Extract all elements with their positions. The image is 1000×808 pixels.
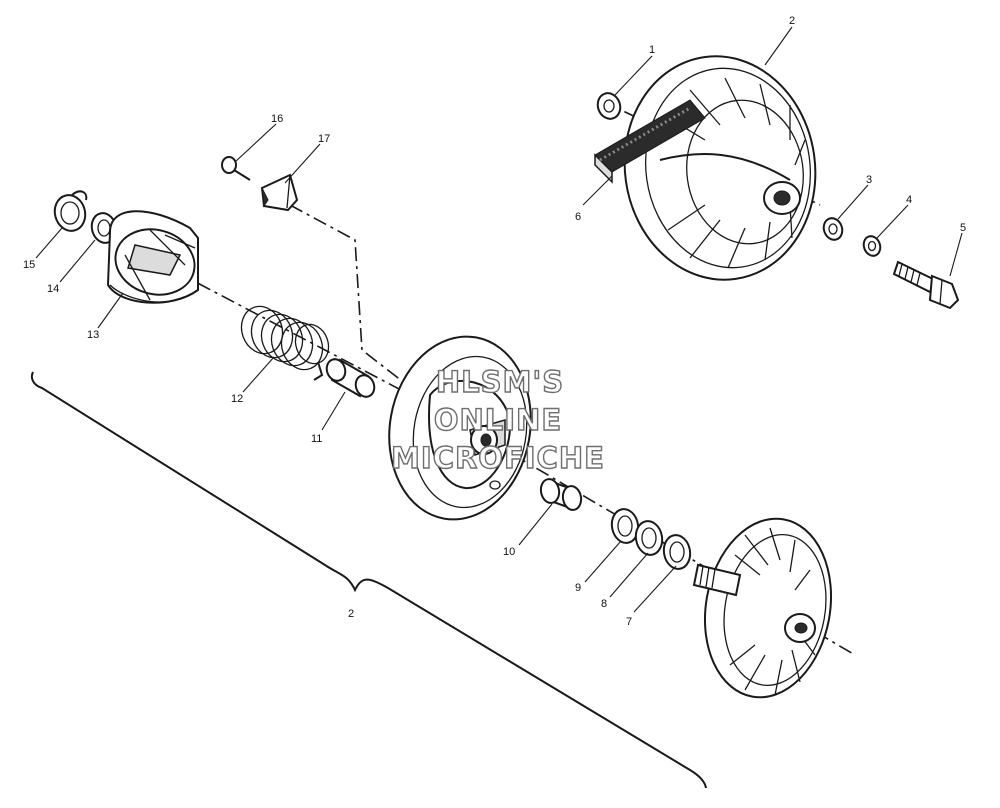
callout-labels: 1 2 3 4 5 6 7 8 9 10 11 12 13 14 15 16 1… — [23, 15, 966, 628]
watermark-line-3: MICROFICHE — [391, 441, 605, 475]
bushing-11 — [325, 358, 376, 398]
callout-15: 15 — [23, 259, 35, 271]
callout-6: 6 — [575, 211, 581, 223]
washer-9 — [610, 508, 640, 544]
screw-16 — [221, 156, 251, 181]
callout-17: 17 — [318, 133, 330, 145]
callout-14: 14 — [47, 283, 59, 295]
watermark-line-1: HLSM'S — [436, 365, 564, 399]
spring-12 — [240, 305, 330, 381]
watermark: HLSM'S ONLINE MICROFICHE — [390, 364, 605, 475]
washer-3 — [822, 217, 844, 241]
watermark-line-2: ONLINE — [434, 403, 562, 437]
callout-5: 5 — [960, 222, 966, 234]
belt-section — [594, 99, 706, 184]
callout-10: 10 — [503, 546, 515, 558]
washer-1 — [596, 92, 622, 120]
leader-lines — [35, 26, 963, 613]
assembly-bracket — [30, 371, 707, 789]
callout-11: 11 — [311, 433, 322, 445]
callout-7: 7 — [626, 616, 632, 628]
callout-4: 4 — [906, 194, 912, 206]
callout-13: 13 — [87, 329, 99, 341]
retaining-ring-15 — [53, 190, 88, 232]
washer-8 — [634, 520, 664, 556]
callout-3: 3 — [866, 174, 872, 186]
callout-9: 9 — [575, 582, 581, 594]
bolt-5 — [892, 260, 960, 310]
callout-2-top: 2 — [789, 15, 795, 27]
callout-2-assembly: 2 — [348, 608, 354, 620]
fixed-sheave-top — [623, 55, 817, 281]
callout-12: 12 — [231, 393, 243, 405]
callout-8: 8 — [601, 598, 607, 610]
helix-cam-13 — [106, 210, 199, 304]
callout-1: 1 — [649, 44, 655, 56]
ramp-button-17 — [260, 173, 299, 212]
callout-16: 16 — [271, 113, 283, 125]
bushing-10 — [539, 478, 583, 511]
washer-7 — [662, 534, 692, 570]
stationary-sheave-bottom — [692, 517, 833, 699]
movable-sheave — [388, 335, 532, 521]
washer-4 — [862, 235, 882, 257]
